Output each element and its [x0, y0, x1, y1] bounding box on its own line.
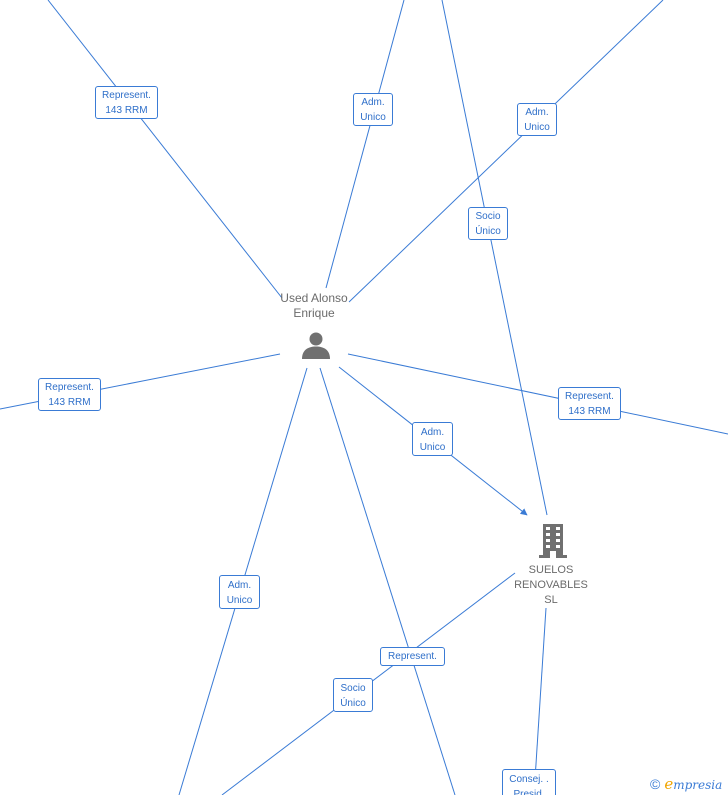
edge-label-consej-presid[interactable]: Consej. . Presid.	[502, 769, 556, 795]
edge-label-adm-unico[interactable]: Adm. Unico	[219, 575, 260, 609]
edge-label-represent[interactable]: Represent. 143 RRM	[558, 387, 621, 420]
edge-label-represent[interactable]: Represent. 143 RRM	[38, 378, 101, 411]
edge-label-adm-unico[interactable]: Adm. Unico	[517, 103, 557, 136]
edge-label-adm-unico[interactable]: Adm. Unico	[353, 93, 393, 126]
edge-person-represent-top-left	[47, 0, 283, 299]
building-icon[interactable]	[538, 524, 568, 558]
edge-person-represent-right	[347, 353, 728, 435]
person-node-name[interactable]: Used Alonso Enrique	[266, 291, 362, 321]
company-node-name[interactable]: SUELOS RENOVABLES SL	[496, 563, 606, 608]
empresia-watermark: ©empresia	[650, 775, 722, 793]
copyright-icon: ©	[650, 776, 661, 792]
edge-company-consej-bottom	[533, 607, 547, 795]
person-name-line1: Used Alonso	[280, 291, 348, 305]
edge-company-socio-top	[441, 0, 548, 516]
edge-person-represent-bottom	[319, 367, 456, 795]
edge-label-adm-unico[interactable]: Adm. Unico	[412, 422, 453, 456]
person-icon[interactable]	[301, 331, 331, 359]
edge-person-adm-top	[325, 0, 405, 289]
brand-rest: mpresia	[673, 778, 723, 792]
company-name-line1: SUELOS	[528, 564, 574, 576]
person-name-line2: Enrique	[293, 306, 335, 320]
edge-label-socio-unico[interactable]: Socio Único	[333, 678, 373, 712]
company-name-line2: RENOVABLES	[514, 579, 588, 591]
edge-label-represent[interactable]: Represent.	[380, 647, 445, 666]
edge-label-socio-unico[interactable]: Socio Único	[468, 207, 508, 240]
company-name-line3: SL	[544, 594, 558, 606]
edge-person-adm-top-right	[348, 0, 664, 303]
edge-label-represent[interactable]: Represent. 143 RRM	[95, 86, 158, 119]
brand-e: e	[664, 775, 674, 793]
